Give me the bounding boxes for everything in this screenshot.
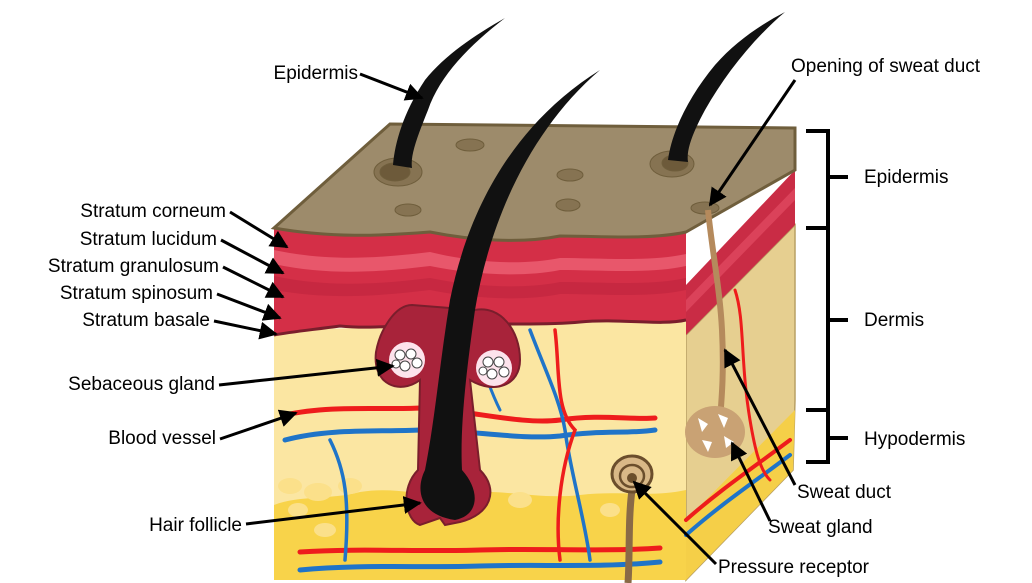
- pointer-stratum-lucidum: [221, 240, 283, 273]
- bracket-dermis: [806, 228, 848, 410]
- label-blood-vessel: Blood vessel: [108, 428, 216, 449]
- label-stratum-lucidum: Stratum lucidum: [80, 229, 217, 250]
- label-pressure-receptor: Pressure receptor: [718, 557, 870, 578]
- label-epidermis-top: Epidermis: [274, 63, 358, 84]
- label-opening-of-sweat-duct: Opening of sweat duct: [791, 56, 981, 77]
- label-hair-follicle: Hair follicle: [149, 515, 242, 536]
- bracket-epidermis: [806, 131, 848, 228]
- pointer-stratum-spinosum: [217, 294, 280, 318]
- layer-brackets: Epidermis Dermis Hypodermis: [806, 131, 965, 462]
- label-stratum-granulosum: Stratum granulosum: [48, 256, 219, 277]
- label-stratum-basale: Stratum basale: [82, 310, 210, 331]
- layer-label-hypodermis: Hypodermis: [864, 429, 965, 450]
- label-stratum-corneum: Stratum corneum: [80, 201, 226, 222]
- label-sweat-duct: Sweat duct: [797, 482, 892, 503]
- layer-label-epidermis: Epidermis: [864, 167, 948, 188]
- pointer-epidermis-top: [360, 74, 422, 98]
- layer-label-dermis: Dermis: [864, 310, 924, 331]
- label-sweat-gland: Sweat gland: [768, 517, 873, 538]
- label-sebaceous-gland: Sebaceous gland: [68, 374, 215, 395]
- pointer-stratum-basale: [214, 321, 276, 334]
- skin-block: [274, 12, 795, 583]
- label-stratum-spinosum: Stratum spinosum: [60, 283, 213, 304]
- bracket-hypodermis: [806, 410, 848, 462]
